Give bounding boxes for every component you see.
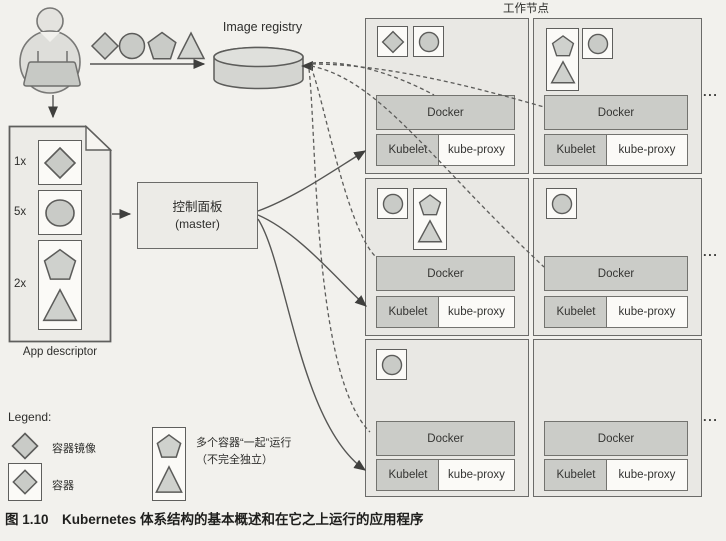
circle-icon (418, 31, 439, 52)
kube-proxy-box: kube-proxy (438, 134, 515, 166)
control-line-node1 (257, 150, 367, 212)
legend-label-container: 容器 (52, 480, 74, 492)
descriptor-item-container (38, 190, 82, 235)
person-at-laptop-icon (19, 7, 81, 94)
legend-label-pod-note: （不完全独立） (196, 454, 273, 466)
arrowhead-into-registry (301, 61, 313, 71)
image-registry-label: Image registry (222, 20, 303, 34)
worker-node-5: Docker Kubelet kube-proxy (365, 339, 529, 497)
docker-bar: Docker (544, 95, 688, 130)
worker-node-1: Docker Kubelet kube-proxy (365, 18, 529, 174)
control-line-node5 (257, 218, 367, 471)
docker-bar: Docker (376, 256, 515, 291)
pentagon-icon (147, 31, 177, 60)
kubelet-box: Kubelet (544, 296, 608, 328)
pod-box (377, 26, 408, 57)
replica-count-5x: 5x (14, 206, 27, 218)
pentagon-triangle-icon (42, 248, 78, 322)
pod-box (413, 188, 447, 250)
docker-bar: Docker (544, 256, 688, 291)
pod-box (582, 28, 613, 59)
pentagon-triangle-icon (417, 194, 443, 243)
circle-icon (118, 32, 146, 60)
diamond-icon (43, 146, 77, 179)
diamond-icon (11, 432, 39, 460)
triangle-icon (176, 31, 206, 60)
docker-bar: Docker (376, 421, 515, 456)
figure-caption: 图 1.10 Kubernetes 体系结构的基本概述和在它之上运行的应用程序 (5, 512, 424, 527)
descriptor-item-pod-group (38, 240, 82, 330)
master-control-lines (257, 150, 367, 471)
more-nodes-ellipsis: ... (703, 244, 719, 259)
docker-bar: Docker (376, 95, 515, 130)
image-shapes-row (90, 31, 206, 61)
pod-box (546, 188, 577, 219)
worker-node-4: Docker Kubelet kube-proxy (533, 178, 702, 336)
circle-icon (381, 354, 402, 375)
replica-count-1x: 1x (14, 156, 27, 168)
pentagon-triangle-icon (549, 34, 576, 83)
worker-node-3: Docker Kubelet kube-proxy (365, 178, 529, 336)
kubelet-box: Kubelet (376, 296, 440, 328)
kube-proxy-box: kube-proxy (438, 459, 515, 491)
kube-proxy-box: kube-proxy (606, 459, 688, 491)
diamond-icon (381, 30, 404, 53)
kubelet-box: Kubelet (544, 134, 608, 166)
replica-count-2x: 2x (14, 278, 27, 290)
worker-node-2: Docker Kubelet kube-proxy (533, 18, 702, 174)
kube-proxy-box: kube-proxy (438, 296, 515, 328)
circle-icon (382, 193, 403, 214)
pull-line-node5 (308, 68, 371, 433)
more-nodes-ellipsis: ... (703, 84, 719, 99)
diamond-icon (90, 31, 120, 61)
control-line-node3 (257, 214, 367, 307)
control-plane-box: 控制面板 (master) (137, 182, 258, 249)
pod-box (546, 28, 579, 91)
worker-nodes-title: 工作节点 (503, 3, 549, 15)
kube-proxy-box: kube-proxy (606, 134, 688, 166)
worker-node-6: Docker Kubelet kube-proxy (533, 339, 702, 497)
legend-pod-box (152, 427, 186, 501)
legend-container-box (8, 463, 42, 501)
more-nodes-ellipsis: ... (703, 409, 719, 424)
circle-icon (587, 33, 608, 54)
circle-icon (551, 193, 572, 214)
circle-icon (45, 198, 75, 227)
legend-label-pod: 多个容器“一起”运行 (196, 437, 292, 449)
pod-box (413, 26, 444, 57)
pentagon-triangle-icon (155, 434, 183, 493)
kube-proxy-box: kube-proxy (606, 296, 688, 328)
database-cylinder-icon (213, 46, 304, 90)
descriptor-item-container-image (38, 140, 82, 185)
app-descriptor-label: App descriptor (22, 346, 98, 358)
legend-label-container-image: 容器镜像 (52, 443, 96, 455)
control-plane-title: 控制面板 (172, 199, 223, 214)
kubelet-box: Kubelet (376, 134, 440, 166)
control-plane-subtitle: (master) (175, 216, 220, 231)
pod-box (377, 188, 408, 219)
docker-bar: Docker (544, 421, 688, 456)
kubelet-box: Kubelet (544, 459, 608, 491)
kubelet-box: Kubelet (376, 459, 440, 491)
pod-box (376, 349, 407, 380)
diamond-icon (12, 469, 38, 495)
legend-title: Legend: (8, 410, 52, 424)
